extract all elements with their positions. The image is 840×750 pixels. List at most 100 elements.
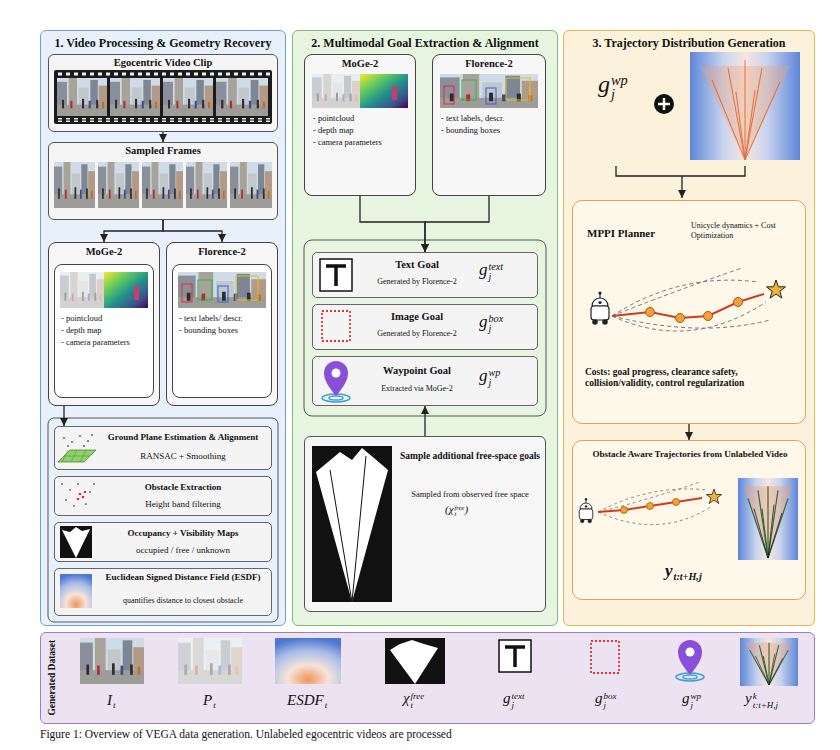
subscript: t:t+H,j bbox=[753, 701, 778, 710]
superscript: wp bbox=[691, 692, 702, 701]
heading-text: Sampled Frames bbox=[49, 145, 277, 158]
body-text: - text labels, descr. bbox=[441, 113, 543, 123]
math-symbol: g bbox=[479, 260, 488, 279]
subscript: j bbox=[604, 701, 617, 710]
math-symbol: (χ bbox=[445, 503, 454, 515]
heading-text: Occupancy + Visibility Maps bbox=[97, 528, 269, 539]
body-text: Extracted via MoGe-2 bbox=[361, 384, 473, 394]
subscript: t bbox=[213, 700, 216, 710]
heading-text: MoGe-2 bbox=[49, 246, 159, 259]
body-text: - text labels/ descr. bbox=[179, 313, 271, 323]
math-label: gwpj bbox=[682, 689, 701, 710]
math-label: gwpj bbox=[479, 366, 500, 388]
math-label: It bbox=[107, 691, 116, 711]
body-text: - depth map bbox=[61, 325, 153, 335]
math-symbol: y bbox=[665, 561, 673, 580]
goal-box: Text GoalGenerated by Florence-2 gtextj bbox=[312, 252, 538, 298]
goal-box: Image GoalGenerated by Florence-2gboxj bbox=[312, 304, 538, 350]
superscript: text bbox=[489, 262, 504, 272]
heading-text: Waypoint Goal bbox=[361, 365, 473, 378]
math-symbol: g bbox=[503, 690, 511, 706]
math-symbol: g bbox=[595, 690, 603, 706]
subscript: j bbox=[512, 701, 525, 710]
math-label: (χfreet) bbox=[445, 503, 468, 518]
math-symbol: P bbox=[203, 692, 212, 708]
body-text: Generated by Florence-2 bbox=[361, 277, 473, 287]
heading-text: Obstacle Extraction bbox=[97, 482, 269, 493]
math-symbol: y bbox=[745, 690, 752, 706]
heading-text: Image Goal bbox=[361, 311, 473, 324]
superscript: box bbox=[604, 692, 617, 701]
step-box: Obstacle ExtractionHeight band filtering bbox=[54, 476, 272, 516]
body-text: - pointcloud bbox=[313, 113, 413, 123]
subscript: t bbox=[113, 700, 116, 710]
heading-text: MoGe-2 bbox=[305, 58, 415, 71]
math-label: ykt:t+H,j bbox=[745, 689, 778, 710]
math-label: gtextj bbox=[503, 689, 525, 710]
output-box: Obstacle Aware Trajectories from Unlabel… bbox=[572, 440, 806, 600]
model-box: Florence-2 - text labels, descr. - boundin… bbox=[432, 54, 546, 196]
superscript: free bbox=[411, 692, 425, 701]
superscript: wp bbox=[611, 73, 628, 87]
body-text: - depth map bbox=[313, 125, 413, 135]
step-box: Euclidean Signed Distance Field (ESDF)qu… bbox=[54, 568, 272, 616]
body-text: - pointcloud bbox=[61, 313, 153, 323]
body-text: occupied / free / unknown bbox=[97, 545, 269, 556]
heading-text: 3. Trajectory Distribution Generation bbox=[564, 36, 814, 50]
output-box: - pointcloud- depth map- camera paramete… bbox=[54, 264, 154, 398]
heading-text: Obstacle Aware Trajectories from Unlabel… bbox=[579, 449, 801, 460]
heading-text: Florence-2 bbox=[433, 58, 545, 71]
math-label: gtextj bbox=[479, 260, 503, 282]
body-text: quantifies distance to closest obstacle bbox=[97, 596, 269, 606]
step-box: Ground Plane Estimation & AlignmentRANSA… bbox=[54, 426, 272, 470]
math-label: gboxj bbox=[595, 689, 617, 710]
math-scripts: wpj bbox=[611, 73, 628, 102]
caption: Figure 1: Overview of VEGA data generati… bbox=[40, 728, 815, 742]
subscript: j bbox=[489, 324, 504, 334]
body-text: - bounding boxes bbox=[179, 325, 271, 335]
math-symbol: g bbox=[479, 312, 488, 331]
superscript: k bbox=[753, 692, 778, 701]
body-text: - bounding boxes bbox=[441, 125, 543, 135]
subscript: j bbox=[611, 87, 628, 101]
math-symbol: g bbox=[598, 71, 610, 97]
subscript: t:t+H,j bbox=[674, 571, 702, 582]
panel: 2. Multimodal Goal Extraction & Alignmen… bbox=[292, 30, 558, 626]
planner-box: MPPI Planner Unicycle dynamics + Cost Opt… bbox=[572, 200, 806, 424]
heading-text: Text Goal bbox=[361, 259, 473, 272]
math-symbol: g bbox=[682, 690, 690, 706]
process-box: Egocentric Video Clip bbox=[48, 54, 278, 132]
math-scripts: boxj bbox=[489, 314, 504, 334]
output-box: - text labels/ descr. - bounding boxes bbox=[172, 264, 272, 398]
superscript: free bbox=[455, 505, 465, 512]
math-scripts: textj bbox=[512, 692, 525, 710]
heading-text: Generated Dataset bbox=[47, 634, 58, 722]
math-symbol: I bbox=[107, 692, 112, 708]
heading-text: Florence-2 bbox=[167, 246, 277, 259]
math-scripts: textj bbox=[489, 262, 504, 282]
sampling-box: Sample additional free-space goalsSample… bbox=[304, 436, 546, 612]
math-scripts: wpj bbox=[691, 692, 702, 710]
heading-text: Ground Plane Estimation & Alignment bbox=[97, 432, 269, 443]
body-text: Height band filtering bbox=[97, 499, 269, 510]
superscript: box bbox=[489, 314, 504, 324]
panel: 3. Trajectory Distribution GenerationMPP… bbox=[563, 30, 815, 626]
math-label: χfreet bbox=[403, 689, 424, 710]
panel: 1. Video Processing & Geometry RecoveryE… bbox=[40, 30, 286, 626]
math-label: gboxj bbox=[479, 312, 503, 334]
math-scripts: boxj bbox=[604, 692, 617, 710]
subscript: j bbox=[691, 701, 702, 710]
subscript: j bbox=[489, 378, 501, 388]
heading-text: MPPI Planner bbox=[587, 227, 687, 240]
math-scripts: freet bbox=[455, 505, 465, 518]
subscript: t bbox=[455, 511, 465, 518]
body-text: Sampled from observed free space bbox=[397, 489, 543, 499]
heading-text: 2. Multimodal Goal Extraction & Alignmen… bbox=[293, 36, 557, 50]
body-text: Unicycle dynamics + Cost Optimization bbox=[691, 221, 801, 240]
body-text: RANSAC + Smoothing bbox=[97, 451, 269, 462]
math-symbol: g bbox=[479, 366, 488, 385]
subscript: t bbox=[325, 700, 328, 710]
superscript: text bbox=[512, 692, 525, 701]
body-text: - camera parameters bbox=[313, 137, 413, 147]
